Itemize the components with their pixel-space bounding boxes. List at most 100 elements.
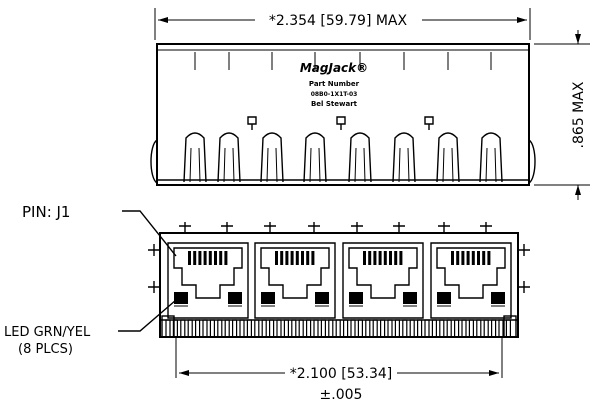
contact-pin [373, 251, 377, 265]
bottom-pin [468, 319, 474, 338]
top-tab [179, 222, 191, 233]
contact-pin [295, 251, 299, 265]
height-dimension: .865 MAX [534, 30, 590, 200]
led-label-line2: (8 PLCS) [18, 342, 73, 357]
rj45-port [342, 242, 424, 319]
led-marker [247, 116, 257, 130]
bottom-pin [350, 319, 356, 338]
top-led-markers [247, 116, 434, 130]
bottom-pin [343, 319, 349, 338]
latch-finger-detail [266, 147, 278, 183]
front-view: PIN: J1 LED GRN/YEL (8 PLCS) *2.100 [53.… [4, 203, 530, 403]
bottom-pin [313, 319, 319, 338]
bottom-pin [483, 319, 489, 338]
top-view-body [150, 43, 536, 186]
top-tab [308, 222, 320, 233]
led-right [403, 292, 417, 304]
contact-pin [466, 251, 470, 265]
latch-finger-detail [223, 147, 235, 183]
bottom-pin [380, 319, 386, 338]
bottom-pin [454, 319, 460, 338]
contact-pin [477, 251, 480, 265]
led-left [174, 292, 188, 304]
bottom-pin [217, 319, 223, 338]
latch-finger [392, 132, 416, 183]
bottom-pin [402, 319, 408, 338]
bottom-pin [505, 319, 511, 338]
led-label-line1: LED GRN/YEL [4, 325, 91, 340]
contact-pin [471, 251, 475, 265]
contact-pin [224, 251, 228, 265]
side-marks [148, 244, 530, 293]
contact-pin [363, 251, 366, 265]
latch-finger [436, 132, 460, 183]
bottom-pin [328, 319, 334, 338]
bottom-pin [246, 319, 252, 338]
bottom-pin [409, 319, 415, 338]
latch-fingers [183, 52, 503, 183]
port-cavity [260, 247, 330, 299]
bottom-pin [209, 319, 215, 338]
pin-callout: PIN: J1 [22, 203, 177, 257]
tolerance-label: ±.005 [320, 387, 363, 403]
latch-finger [479, 132, 503, 183]
top-width-dimension: *2.354 [59.79] MAX [154, 8, 531, 40]
rj45-port [254, 242, 336, 319]
contact-pin [311, 251, 315, 265]
top-tab [480, 222, 492, 233]
contact-pin [399, 251, 403, 265]
port-frame [167, 242, 249, 319]
top-tab [221, 222, 233, 233]
bottom-pin [261, 319, 267, 338]
bottom-pins [160, 315, 518, 338]
bottom-pin [476, 319, 482, 338]
led-right [315, 292, 329, 304]
contact-pin [275, 251, 278, 265]
latch-finger [303, 132, 327, 183]
bottom-pin [180, 319, 186, 338]
contact-pin [208, 251, 212, 265]
contact-pin [368, 251, 372, 265]
bottom-pin [187, 319, 193, 338]
bottom-pin [365, 319, 371, 338]
contact-pin [188, 251, 191, 265]
front-top-tabs [179, 222, 492, 233]
top-tab [393, 222, 405, 233]
port-frame [254, 242, 336, 319]
bottom-pin [269, 319, 275, 338]
contact-pin [482, 251, 486, 265]
contact-pin [383, 251, 387, 265]
bottom-pin [417, 319, 423, 338]
bottom-pin [202, 319, 208, 338]
contact-pin [394, 251, 398, 265]
bottom-width-dimension: *2.100 [53.34] ±.005 [175, 337, 503, 403]
mount-post-right [503, 315, 517, 338]
contact-pin [198, 251, 202, 265]
bottom-pin [224, 319, 230, 338]
bottom-pin [491, 319, 497, 338]
bottom-pin [283, 319, 289, 338]
port-frame [342, 242, 424, 319]
contact-pin [203, 251, 207, 265]
bottom-pin [387, 319, 393, 338]
latch-finger [260, 132, 284, 183]
bottom-pin [276, 319, 282, 338]
contact-pin [214, 251, 217, 265]
led-callout: LED GRN/YEL (8 PLCS) [4, 299, 177, 357]
bottom-pin [424, 319, 430, 338]
bottom-pin [394, 319, 400, 338]
contact-pin [280, 251, 284, 265]
port-cavity [436, 247, 506, 299]
bottom-pin [232, 319, 238, 338]
contact-pin [290, 251, 294, 265]
top-tab [351, 222, 363, 233]
pin-label: PIN: J1 [22, 203, 70, 221]
latch-finger [217, 132, 241, 183]
bottom-pin [431, 319, 437, 338]
latch-finger-detail [354, 147, 366, 183]
contact-pin [389, 251, 392, 265]
marking-line2: 08B0-1X1T-03 [311, 91, 358, 98]
latch-finger [183, 132, 207, 183]
bottom-pin [165, 319, 171, 338]
bottom-pin [461, 319, 467, 338]
